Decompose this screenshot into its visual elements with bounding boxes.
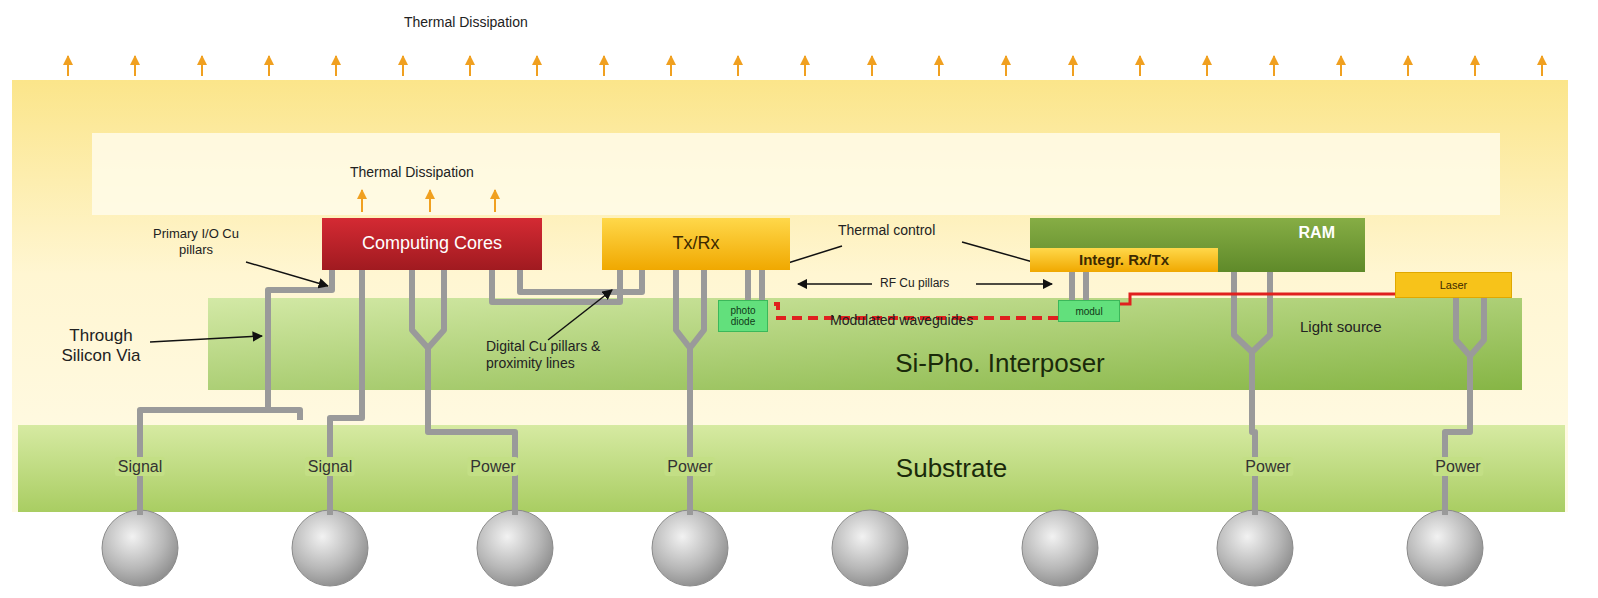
- solder-ball: [477, 510, 553, 586]
- thermal-arrow: [1139, 56, 1141, 76]
- package-lid: [12, 80, 1568, 512]
- power-wire: [412, 270, 515, 515]
- signal-wire: [330, 270, 362, 515]
- node-label: Integr. Rx/Tx: [1079, 252, 1169, 269]
- callout-label: Thermal control: [838, 222, 935, 239]
- pin-label: Power: [467, 457, 518, 476]
- digital-pillar: [492, 270, 620, 302]
- digital-pillar: [520, 270, 642, 292]
- node-label: modul: [1075, 306, 1102, 317]
- heat-spreader-band: [92, 133, 1500, 215]
- ram-die: RAM Integr. Rx/Tx: [1030, 218, 1365, 272]
- power-wire: [1445, 298, 1484, 515]
- thermal-arrow: [1206, 56, 1208, 76]
- optical-waveguide: [1120, 294, 1395, 304]
- leader-lines: [150, 242, 1052, 342]
- photonic-interposer: Si-Pho. Interposer photo diode modul: [208, 298, 1522, 390]
- solder-ball: [1022, 510, 1098, 586]
- pin-label: Signal: [305, 457, 355, 476]
- callout-label: Thermal Dissipation: [404, 14, 528, 31]
- callout-label: Digital Cu pillars & proximity lines: [486, 338, 610, 372]
- solder-ball: [652, 510, 728, 586]
- thermal-arrow: [804, 56, 806, 76]
- thermal-arrow: [1474, 56, 1476, 76]
- laser-die: Laser: [1395, 272, 1512, 298]
- interposer-band: [208, 298, 1522, 390]
- thermal-arrow: [67, 56, 69, 76]
- callout-label: RF Cu pillars: [880, 276, 949, 290]
- callout-label: Modulated waveguides: [830, 312, 973, 329]
- thermal-arrow: [134, 56, 136, 76]
- modulator: modul: [1058, 300, 1120, 322]
- solder-ball: [832, 510, 908, 586]
- thermal-arrow: [1273, 56, 1275, 76]
- core-thermal-arrows: [362, 190, 495, 212]
- node-label: Laser: [1440, 279, 1468, 291]
- thermal-arrow: [201, 56, 203, 76]
- thermal-arrow: [1072, 56, 1074, 76]
- substrate-band: [18, 425, 1565, 512]
- thermal-arrows: [68, 56, 1542, 76]
- thermal-arrow: [871, 56, 873, 76]
- solder-ball: [102, 510, 178, 586]
- thermal-arrow: [335, 56, 337, 76]
- node-label: Computing Cores: [362, 234, 502, 254]
- callout-label: Light source: [1300, 318, 1382, 336]
- node-label: Substrate: [896, 454, 1007, 483]
- callout-label: Thermal Dissipation: [350, 164, 474, 181]
- node-label: photo diode: [719, 305, 767, 327]
- thermal-arrow: [737, 56, 739, 76]
- thermal-arrow: [1005, 56, 1007, 76]
- integrated-transceiver: Integr. Rx/Tx: [1030, 248, 1218, 272]
- node-label: RAM: [1299, 224, 1335, 242]
- pin-label: Power: [664, 457, 715, 476]
- pin-label: Power: [1432, 457, 1483, 476]
- node-label: Tx/Rx: [673, 234, 720, 254]
- thermal-arrow: [402, 56, 404, 76]
- thermal-arrow: [469, 56, 471, 76]
- solder-ball: [292, 510, 368, 586]
- rf-pillar: [748, 270, 762, 300]
- power-wire: [1234, 272, 1270, 515]
- callout-label: Primary I/O Cu pillars: [148, 226, 244, 257]
- power-wire: [676, 270, 704, 515]
- thermal-arrow: [268, 56, 270, 76]
- callout-label: Through Silicon Via: [48, 326, 154, 367]
- thermal-arrow: [1407, 56, 1409, 76]
- rf-pillar: [1072, 272, 1086, 300]
- thermal-arrow: [1541, 56, 1543, 76]
- solder-balls: [102, 510, 1483, 586]
- thermal-arrow: [1340, 56, 1342, 76]
- cu-pillars: [140, 270, 1484, 515]
- tsv-wire: [140, 270, 332, 515]
- node-label: Si-Pho. Interposer: [895, 349, 1105, 378]
- thermal-arrow: [938, 56, 940, 76]
- solder-ball: [1217, 510, 1293, 586]
- transceiver-die: Tx/Rx: [602, 218, 790, 270]
- pin-label: Power: [1242, 457, 1293, 476]
- pin-label: Signal: [115, 457, 165, 476]
- tsv-branch: [268, 410, 300, 420]
- compute-die: Computing Cores: [322, 218, 542, 270]
- thermal-arrow: [603, 56, 605, 76]
- thermal-arrow: [536, 56, 538, 76]
- photo-diode: photo diode: [718, 300, 768, 332]
- solder-ball: [1407, 510, 1483, 586]
- package-substrate: Substrate: [18, 425, 1565, 512]
- thermal-arrow: [670, 56, 672, 76]
